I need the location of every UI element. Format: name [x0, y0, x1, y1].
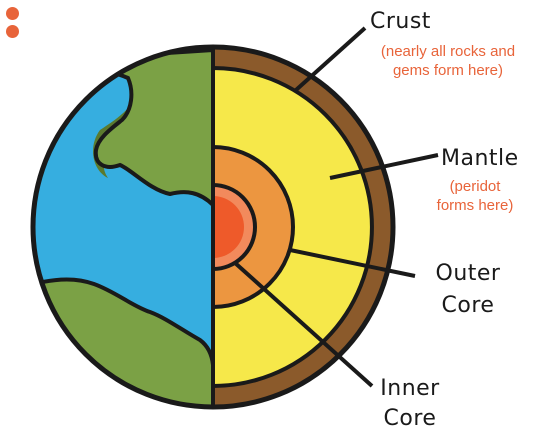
- globe-surface: [20, 40, 215, 420]
- crust-note-line-2: gems form here): [368, 61, 528, 80]
- crust-leader: [296, 28, 365, 90]
- interior-layers: [213, 47, 393, 407]
- outer-core-label-line-1: Outer: [423, 260, 513, 288]
- inner-core-label-line-2: Core: [370, 405, 450, 433]
- mantle-label: Mantle: [441, 145, 519, 173]
- mantle-note-line-1: (peridot: [425, 177, 525, 196]
- crust-label: Crust: [370, 8, 431, 36]
- crust-note-line-1: (nearly all rocks and: [368, 42, 528, 61]
- mantle-note: (peridot forms here): [425, 177, 525, 215]
- inner-core-label: Inner Core: [370, 375, 450, 433]
- crust-note: (nearly all rocks and gems form here): [368, 42, 528, 80]
- outer-core-label-line-2: Core: [423, 292, 513, 320]
- inner-core-label-line-1: Inner: [370, 375, 450, 403]
- outer-core-label: Outer Core: [423, 260, 513, 320]
- mantle-note-line-2: forms here): [425, 196, 525, 215]
